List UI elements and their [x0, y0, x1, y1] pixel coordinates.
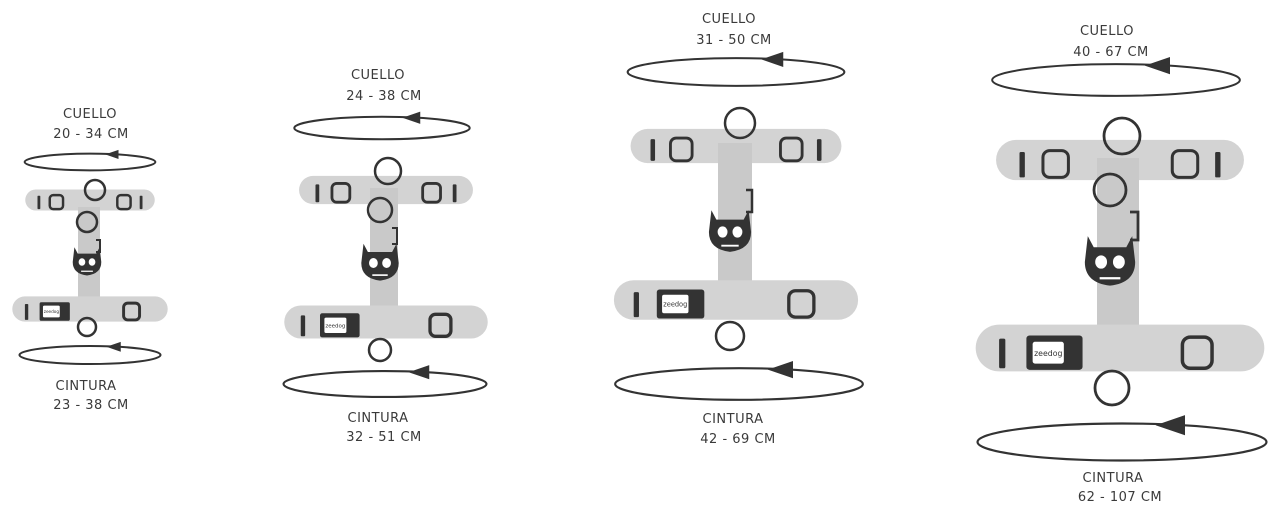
waist-rotation-arrow-icon: [614, 360, 864, 401]
waist-strap: zeedog: [284, 305, 488, 339]
neck-range: 40 - 67 CM: [1073, 45, 1149, 60]
neck-label: CUELLO: [350, 68, 406, 83]
neck-label: CUELLO: [701, 12, 757, 27]
skull-tag-icon: [72, 247, 102, 276]
waist-strap: zeedog: [975, 324, 1265, 372]
neck-rotation-arrow-icon: [293, 111, 471, 141]
waist-rotation-arrow-icon: [976, 415, 1268, 462]
waist-label: CINTURA: [1082, 471, 1144, 486]
waist-rotation-arrow-icon: [18, 341, 162, 366]
waist-strap: zeedog: [12, 296, 168, 322]
skull-tag-icon: [361, 243, 399, 281]
waist-range: 23 - 38 CM: [53, 398, 129, 413]
waist-strap: zeedog: [613, 280, 859, 320]
waist-label: CINTURA: [55, 379, 117, 394]
neck-rotation-arrow-icon: [991, 56, 1241, 97]
buckle-logo: zeedog: [663, 301, 687, 309]
d-ring-icon: [83, 178, 107, 202]
neck-rotation-arrow-icon: [626, 51, 846, 87]
neck-range: 24 - 38 CM: [346, 89, 422, 104]
neck-label: CUELLO: [62, 107, 118, 122]
buckle-logo: zeedog: [44, 309, 60, 314]
skull-tag-icon: [1084, 236, 1136, 286]
neck-range: 31 - 50 CM: [696, 33, 772, 48]
neck-range: 20 - 34 CM: [53, 127, 129, 142]
buckle-logo: zeedog: [325, 324, 345, 330]
buckle-logo: zeedog: [1034, 349, 1062, 358]
skull-tag-icon: [708, 210, 752, 252]
waist-range: 62 - 107 CM: [1077, 490, 1163, 505]
waist-label: CINTURA: [347, 411, 409, 426]
waist-range: 42 - 69 CM: [700, 432, 776, 447]
neck-rotation-arrow-icon: [23, 149, 157, 172]
neck-label: CUELLO: [1079, 24, 1135, 39]
waist-range: 32 - 51 CM: [346, 430, 422, 445]
waist-label: CINTURA: [702, 412, 764, 427]
